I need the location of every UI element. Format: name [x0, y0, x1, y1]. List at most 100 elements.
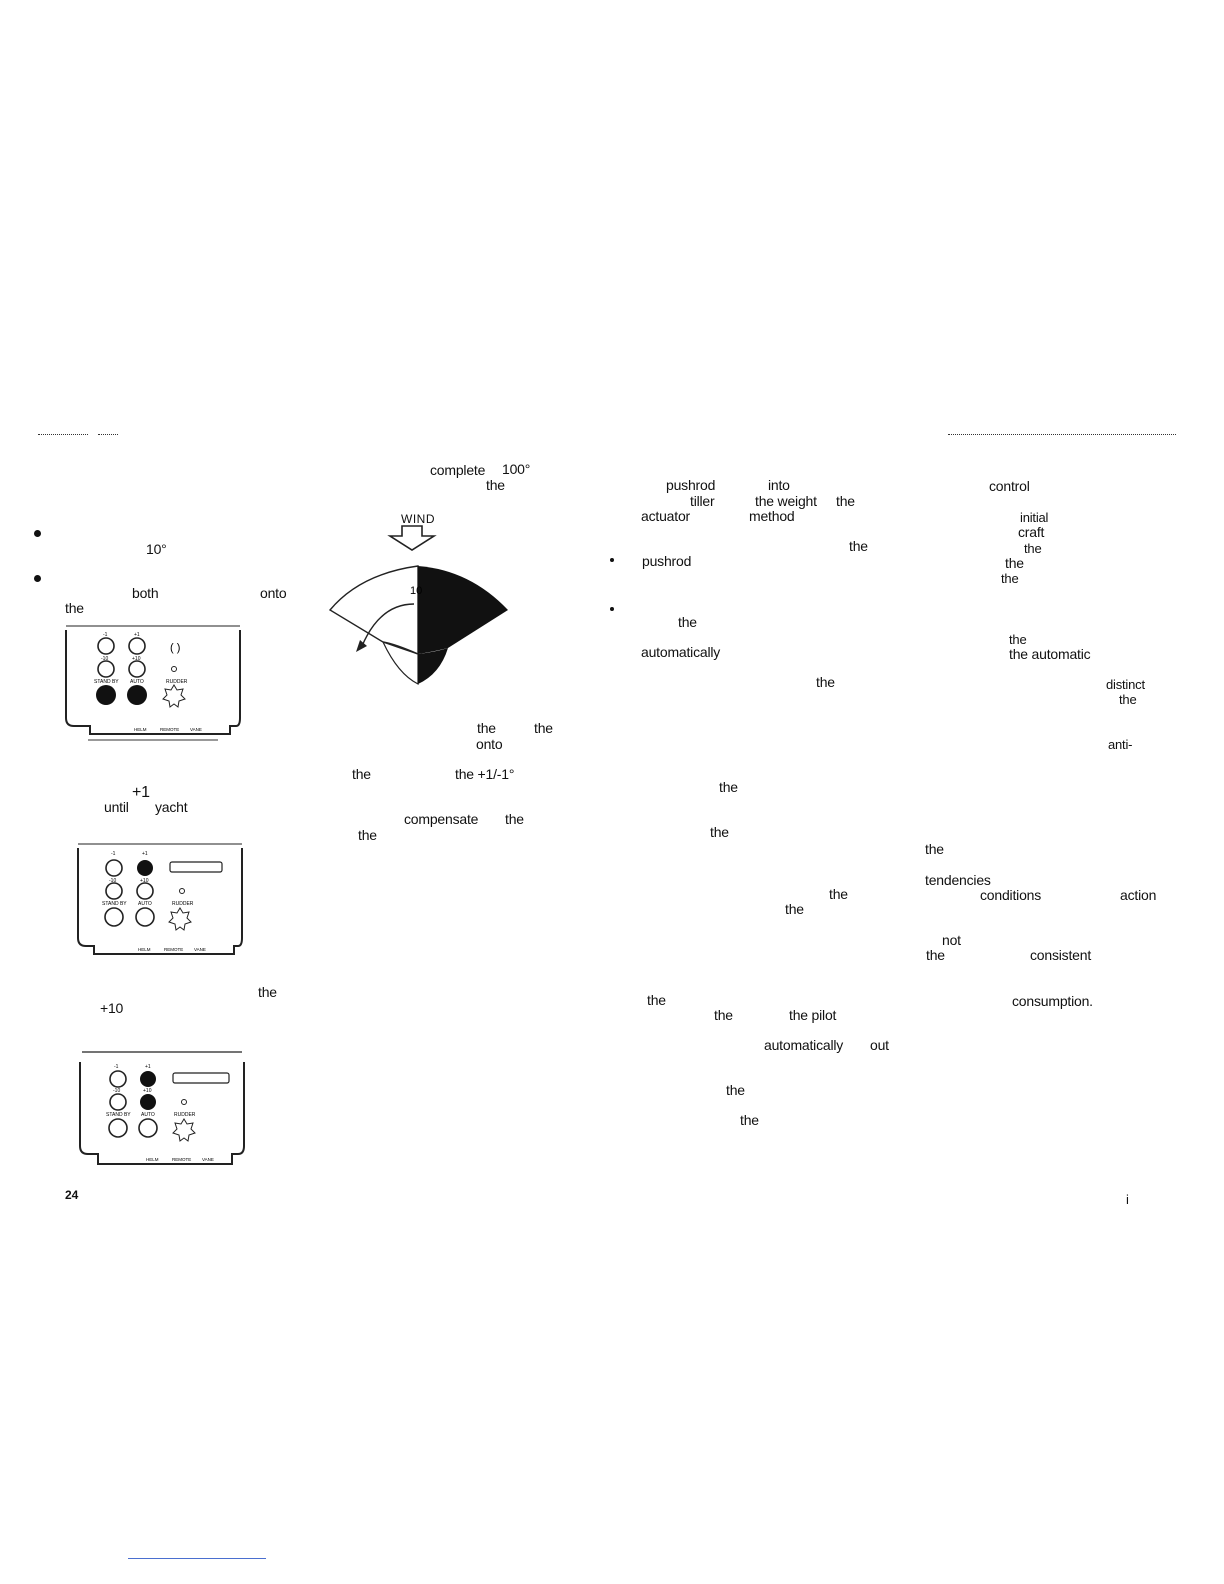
label-minus10: -10 [109, 878, 116, 884]
label-remote: REMOTE [172, 1157, 191, 1162]
word: the [486, 477, 505, 493]
label-plus1: +1 [134, 632, 140, 638]
word: the [925, 841, 944, 857]
word: onto [476, 736, 503, 752]
label-rudder: RUDDER [172, 901, 194, 907]
word: the [258, 984, 277, 1000]
word: the [829, 886, 848, 902]
word: automatically [641, 644, 721, 660]
word: the +1/-1° [455, 766, 515, 782]
word: the [678, 614, 697, 630]
label-rudder: RUDDER [166, 679, 188, 685]
word: onto [260, 585, 287, 601]
label-auto: AUTO [138, 901, 152, 907]
word: the [726, 1082, 745, 1098]
header-mark-left [38, 434, 88, 435]
word: the automatic [1009, 646, 1091, 662]
label-helm: HELM [138, 947, 151, 952]
wind-label: WIND [401, 512, 435, 526]
word: the [785, 901, 804, 917]
header-mark-right [948, 434, 1176, 435]
word: the [505, 811, 524, 827]
word: the [358, 827, 377, 843]
word: the [477, 720, 496, 736]
label-vane: VANE [190, 727, 202, 732]
label-plus1: +1 [145, 1064, 151, 1070]
word: the [816, 674, 835, 690]
word: distinct [1106, 677, 1145, 692]
label-plus1: +1 [142, 851, 148, 857]
word: 100° [502, 461, 531, 477]
word: the [719, 779, 738, 795]
label-minus1: -1 [114, 1064, 119, 1070]
word: the [714, 1007, 733, 1023]
word: consumption. [1012, 993, 1093, 1009]
word: the [1024, 541, 1042, 556]
label-minus10: -10 [101, 656, 108, 662]
word: craft [1018, 524, 1045, 540]
right-page-mark: i [1126, 1192, 1129, 1207]
label-minus10: -10 [113, 1088, 120, 1094]
page-number: 24 [65, 1188, 79, 1202]
word: the [1119, 692, 1137, 707]
label-plus10: +10 [140, 878, 149, 884]
word: automatically [764, 1037, 844, 1053]
word: the [849, 538, 868, 554]
control-panel-plus10: -1 +1 -10 +10 STAND BY AUTO RUDDER HELM … [79, 1051, 245, 1165]
label-standby: STAND BY [94, 679, 119, 685]
word: into [768, 477, 790, 493]
header-mark-left-2 [98, 434, 118, 435]
word: action [1120, 887, 1157, 903]
wind-diagram: 10 [328, 525, 508, 685]
label-rudder: RUDDER [174, 1112, 196, 1118]
word: the [65, 600, 84, 616]
bullet-1 [34, 530, 41, 537]
word: the pilot [789, 1007, 837, 1023]
word: anti- [1108, 737, 1133, 752]
word: the [352, 766, 371, 782]
word: the [1009, 632, 1027, 647]
word: conditions [980, 887, 1042, 903]
word: pushrod [666, 477, 716, 493]
bullet-3 [610, 558, 614, 562]
word: the [740, 1112, 759, 1128]
word: tendencies [925, 872, 991, 888]
word: yacht [155, 799, 188, 815]
turn-arrow-icon [361, 603, 415, 647]
display-window: ( ) [170, 642, 180, 654]
label-standby: STAND BY [102, 901, 127, 907]
label-standby: STAND BY [106, 1112, 131, 1118]
label-auto: AUTO [141, 1112, 155, 1118]
word: method [749, 508, 795, 524]
label-vane: VANE [194, 947, 206, 952]
control-panel-standby-auto: -1 +1 ( ) -10 +10 STAND BY AUTO RUDDER H… [65, 625, 241, 741]
word: the [710, 824, 729, 840]
bullet-4 [610, 607, 614, 611]
label-remote: REMOTE [164, 947, 183, 952]
arc-label: 10 [410, 585, 422, 597]
word: the [836, 493, 855, 509]
bullet-2 [34, 575, 41, 582]
word: the [926, 947, 945, 963]
bottom-rule [128, 1558, 266, 1559]
label-auto: AUTO [130, 679, 144, 685]
word: both [132, 585, 159, 601]
label-helm: HELM [134, 727, 147, 732]
word: initial [1020, 510, 1049, 525]
word: complete [430, 462, 486, 478]
wind-arrow-icon [387, 525, 437, 551]
word: +1 [132, 784, 150, 801]
word: pushrod [642, 553, 692, 569]
label-plus10: +10 [143, 1088, 152, 1094]
word: the weight [755, 493, 817, 509]
control-panel-plus1: -1 +1 -10 +10 STAND BY AUTO RUDDER HELM … [77, 843, 243, 955]
word: the [647, 992, 666, 1008]
label-minus1: -1 [103, 632, 108, 638]
label-remote: REMOTE [160, 727, 179, 732]
word: +10 [100, 1000, 124, 1016]
word: the [534, 720, 553, 736]
word: control [989, 478, 1030, 494]
label-vane: VANE [202, 1157, 214, 1162]
word: consistent [1030, 947, 1092, 963]
word: out [870, 1037, 889, 1053]
